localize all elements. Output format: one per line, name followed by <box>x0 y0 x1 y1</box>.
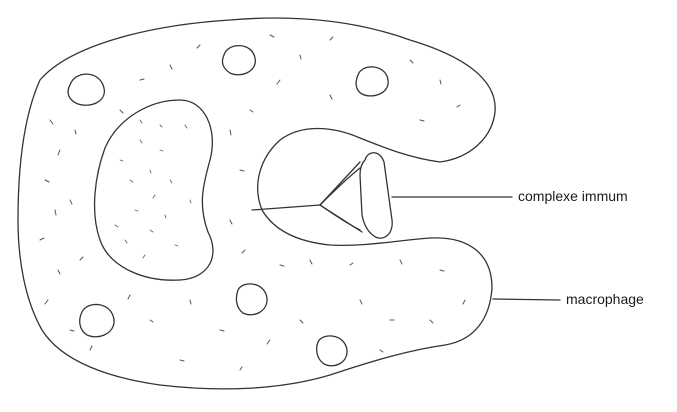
label-complexe-immum: complexe immum <box>518 188 628 204</box>
label-macrophage: macrophage <box>566 291 644 307</box>
nucleus <box>95 100 213 280</box>
granules <box>68 46 388 366</box>
leader-line-macrophage <box>493 299 560 300</box>
antibody <box>252 162 362 232</box>
antigen <box>360 153 392 238</box>
macrophage-outline <box>18 18 495 389</box>
nucleus-stipple <box>115 120 191 258</box>
